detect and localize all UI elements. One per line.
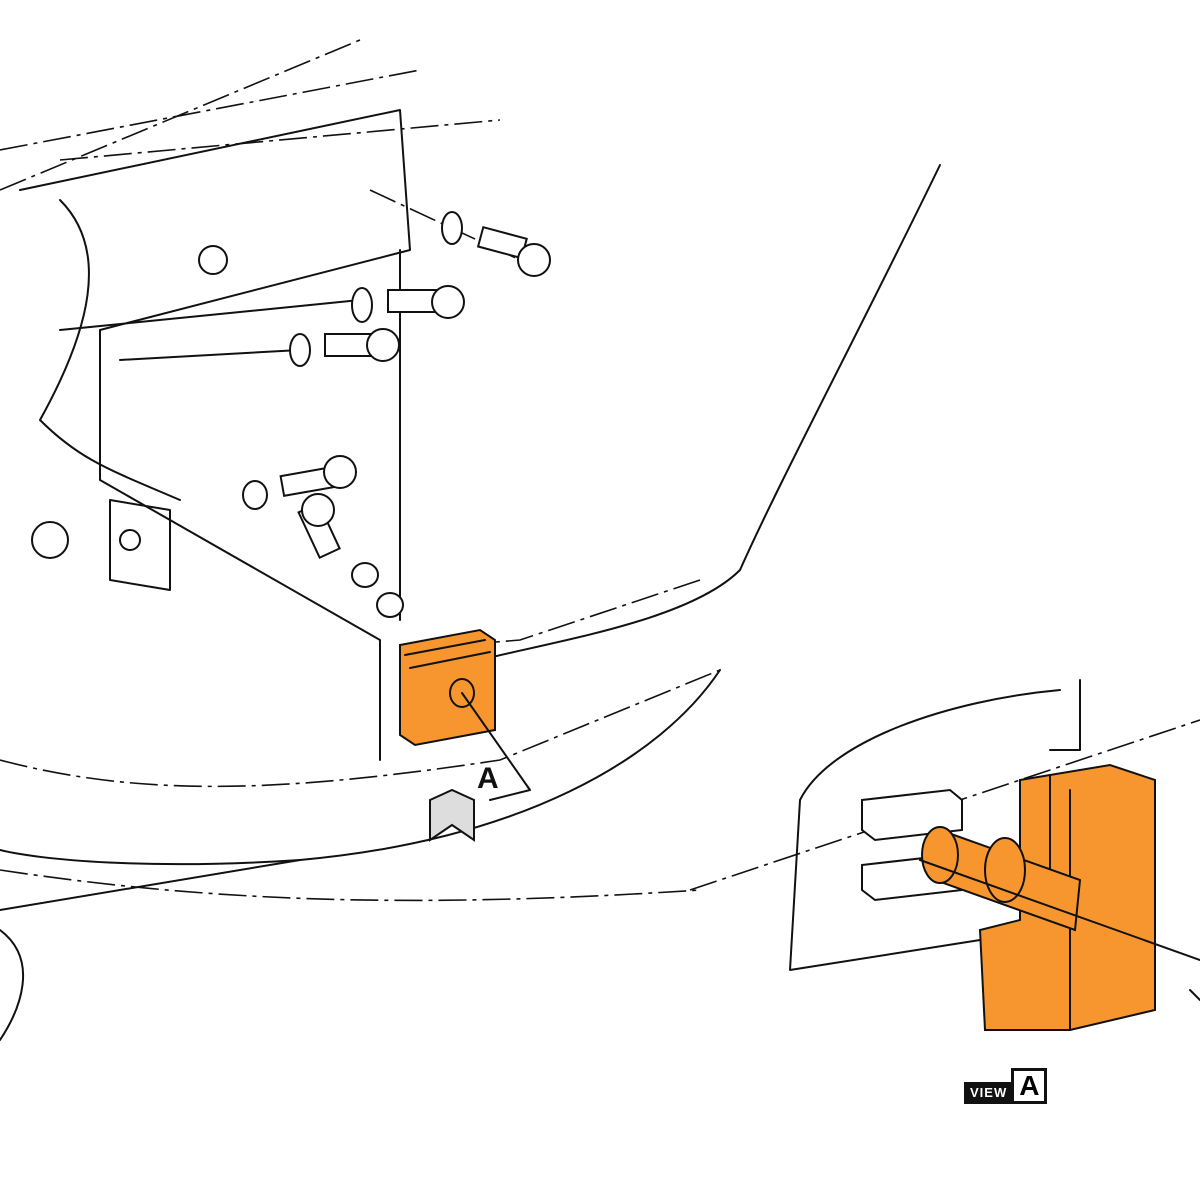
bolt-head-icon (31, 521, 69, 559)
chassis-rail (19, 109, 411, 331)
callout-leader-line (461, 692, 531, 801)
bumper-outline (0, 669, 721, 866)
detail-body-outline (1049, 679, 1081, 751)
mounting-plate (109, 499, 171, 591)
nut-icon (119, 529, 141, 551)
view-label-letter: A (1011, 1068, 1048, 1104)
rubber-mounting-block (399, 628, 496, 747)
view-a-label: VIEW A (964, 1066, 1048, 1104)
detail-body-outline (789, 689, 1061, 971)
chassis-bracket (39, 199, 181, 501)
mounting-bolt-line (1189, 989, 1200, 1001)
nut-icon (198, 245, 228, 275)
callout-label-a: A (477, 762, 499, 795)
body-outline-line (0, 39, 361, 191)
bumper-centerline (0, 669, 721, 788)
body-outline-line (479, 164, 941, 661)
body-outline-line (59, 119, 501, 161)
view-label-word: VIEW (964, 1082, 1014, 1104)
bolt-set (59, 189, 551, 618)
body-outline-line (0, 69, 421, 151)
bumper-centerline (0, 869, 701, 902)
bumper-edge (0, 859, 301, 911)
mounting-bolt-line (919, 859, 1200, 961)
chassis-rail (99, 329, 381, 761)
wheel-arch (0, 929, 25, 1041)
view-arrow-icon (429, 788, 475, 842)
